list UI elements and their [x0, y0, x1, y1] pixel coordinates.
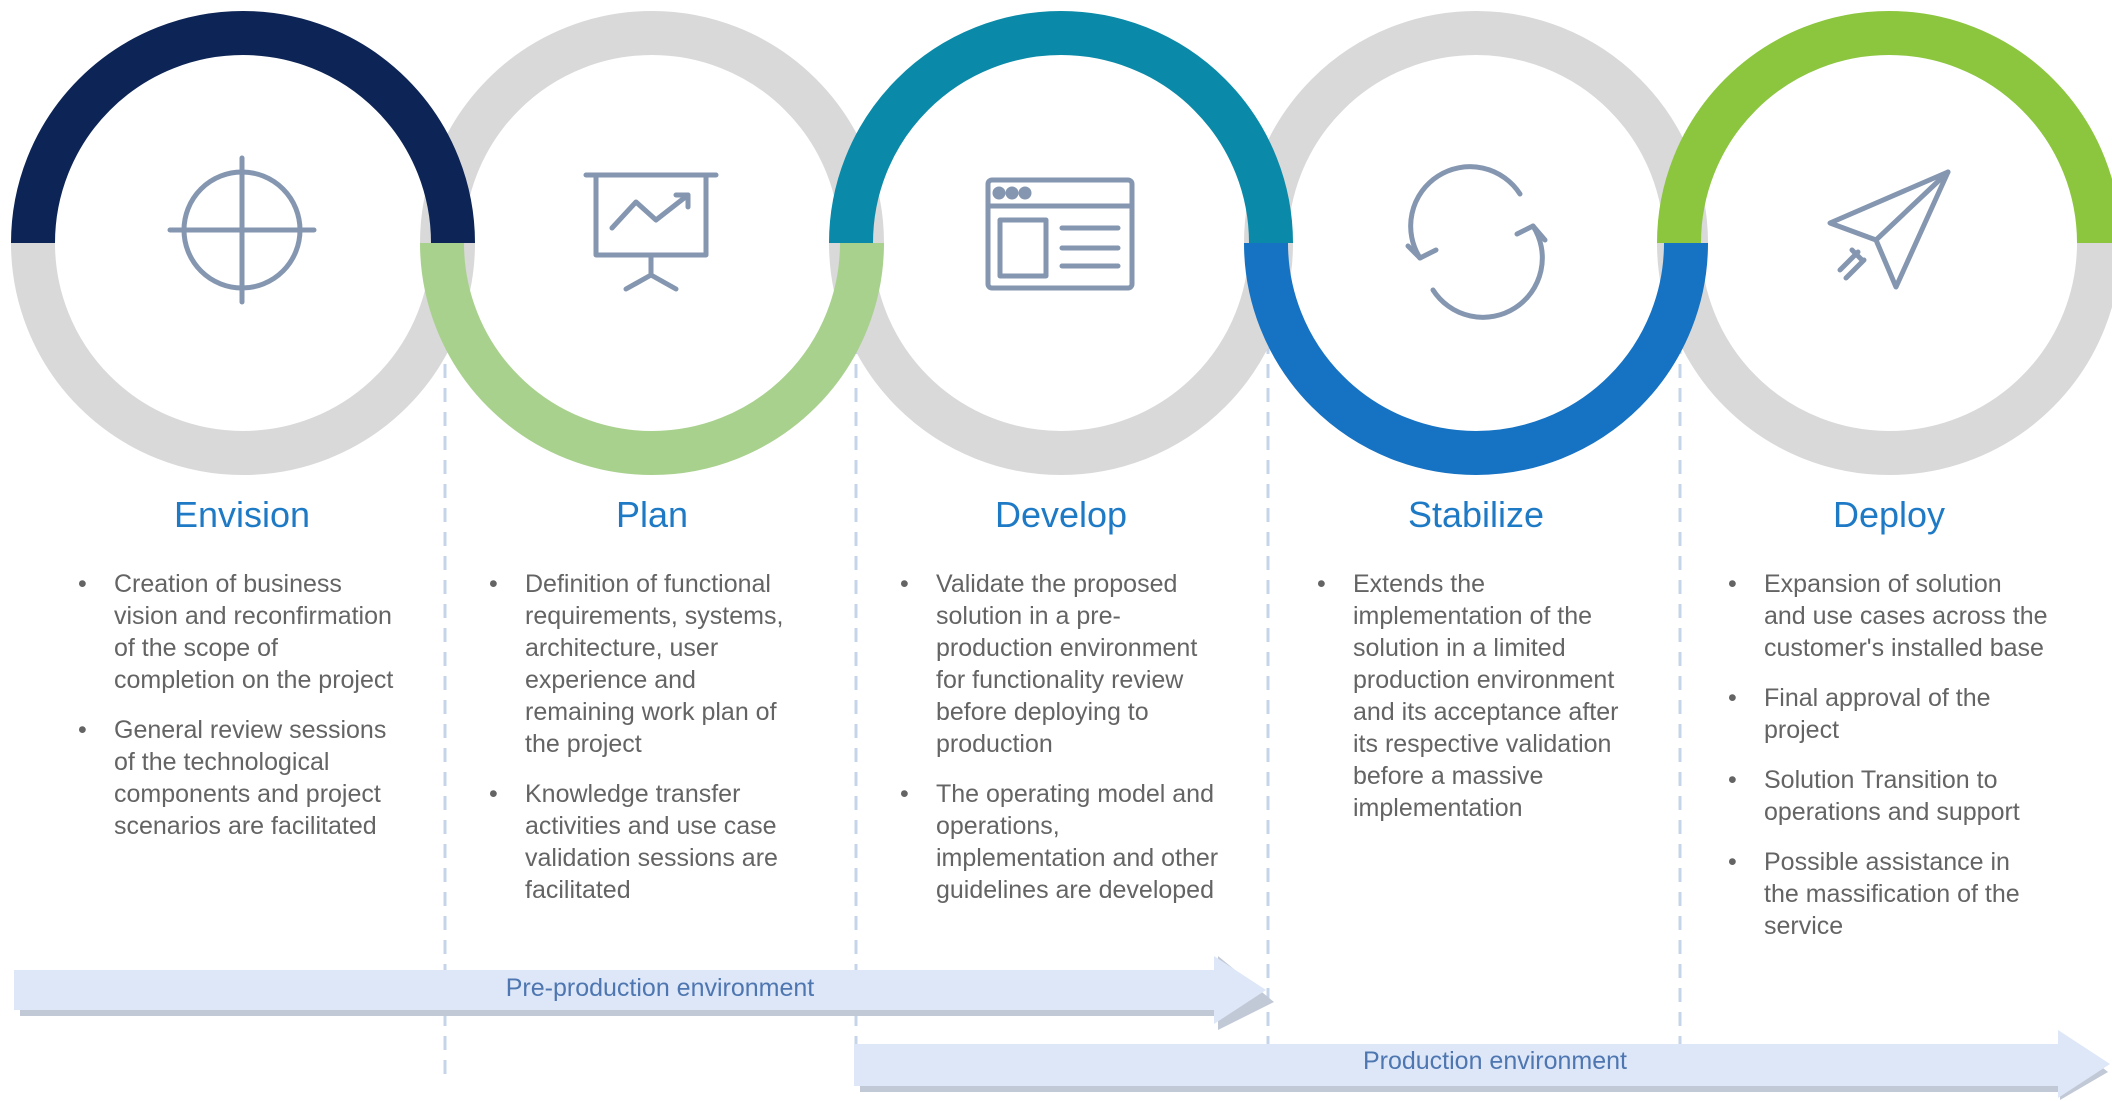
- list-item: Extends the implementation of the soluti…: [1317, 568, 1637, 824]
- list-item: Final approval of the project: [1728, 682, 2048, 746]
- phase-dividers: [443, 340, 1682, 1075]
- stabilize-ring-gray-half: [1244, 11, 1708, 244]
- list-item: Validate the proposed solution in a pre-…: [900, 568, 1220, 760]
- refresh-cycle-icon: [1405, 164, 1548, 320]
- phase-title-stabilize: Stabilize: [1407, 494, 1545, 535]
- phase-rings: [11, 11, 2112, 475]
- phase-title-envision: Envision: [173, 494, 311, 535]
- phase-title-develop: Develop: [994, 494, 1128, 535]
- list-item: The operating model and operations, impl…: [900, 778, 1220, 906]
- develop-ring-gray-half: [829, 242, 1293, 475]
- plan-ring-gray-half: [420, 11, 884, 244]
- phase-title-plan: Plan: [615, 494, 689, 535]
- list-item: Definition of functional requirements, s…: [489, 568, 809, 760]
- browser-window-icon: [985, 177, 1135, 291]
- develop-bullet-list: Validate the proposed solution in a pre-…: [900, 568, 1220, 924]
- production-label: Production environment: [1362, 1047, 1628, 1075]
- develop-ring-arc: [829, 11, 1293, 244]
- pre-production-arrow: [14, 956, 1274, 1030]
- envision-bullet-list: Creation of business vision and reconfir…: [78, 568, 398, 860]
- phase-title-deploy: Deploy: [1832, 494, 1946, 535]
- pre-production-label: Pre-production environment: [505, 974, 815, 1002]
- paper-plane-icon: [1827, 169, 1951, 290]
- stabilize-bullet-list: Extends the implementation of the soluti…: [1317, 568, 1637, 842]
- envision-ring-arc: [11, 11, 475, 244]
- plan-bullet-list: Definition of functional requirements, s…: [489, 568, 809, 924]
- list-item: Solution Transition to operations and su…: [1728, 764, 2048, 828]
- pre-production-arrow-shape: [14, 956, 1266, 1024]
- presentation-chart-icon: [583, 172, 719, 292]
- envision-ring-gray-half: [11, 242, 475, 475]
- deploy-bullet-list: Expansion of solution and use cases acro…: [1728, 568, 2048, 960]
- plan-ring-arc: [420, 242, 884, 475]
- list-item: General review sessions of the technolog…: [78, 714, 398, 842]
- crosshair-icon: [167, 155, 317, 305]
- list-item: Possible assistance in the massification…: [1728, 846, 2048, 942]
- stabilize-ring-arc: [1244, 242, 1708, 475]
- production-arrow-shape: [854, 1030, 2110, 1098]
- production-arrow: [854, 1030, 2110, 1100]
- list-item: Knowledge transfer activities and use ca…: [489, 778, 809, 906]
- deploy-ring-gray-half: [1657, 242, 2112, 475]
- list-item: Expansion of solution and use cases acro…: [1728, 568, 2048, 664]
- deploy-ring-arc: [1657, 11, 2112, 244]
- list-item: Creation of business vision and reconfir…: [78, 568, 398, 696]
